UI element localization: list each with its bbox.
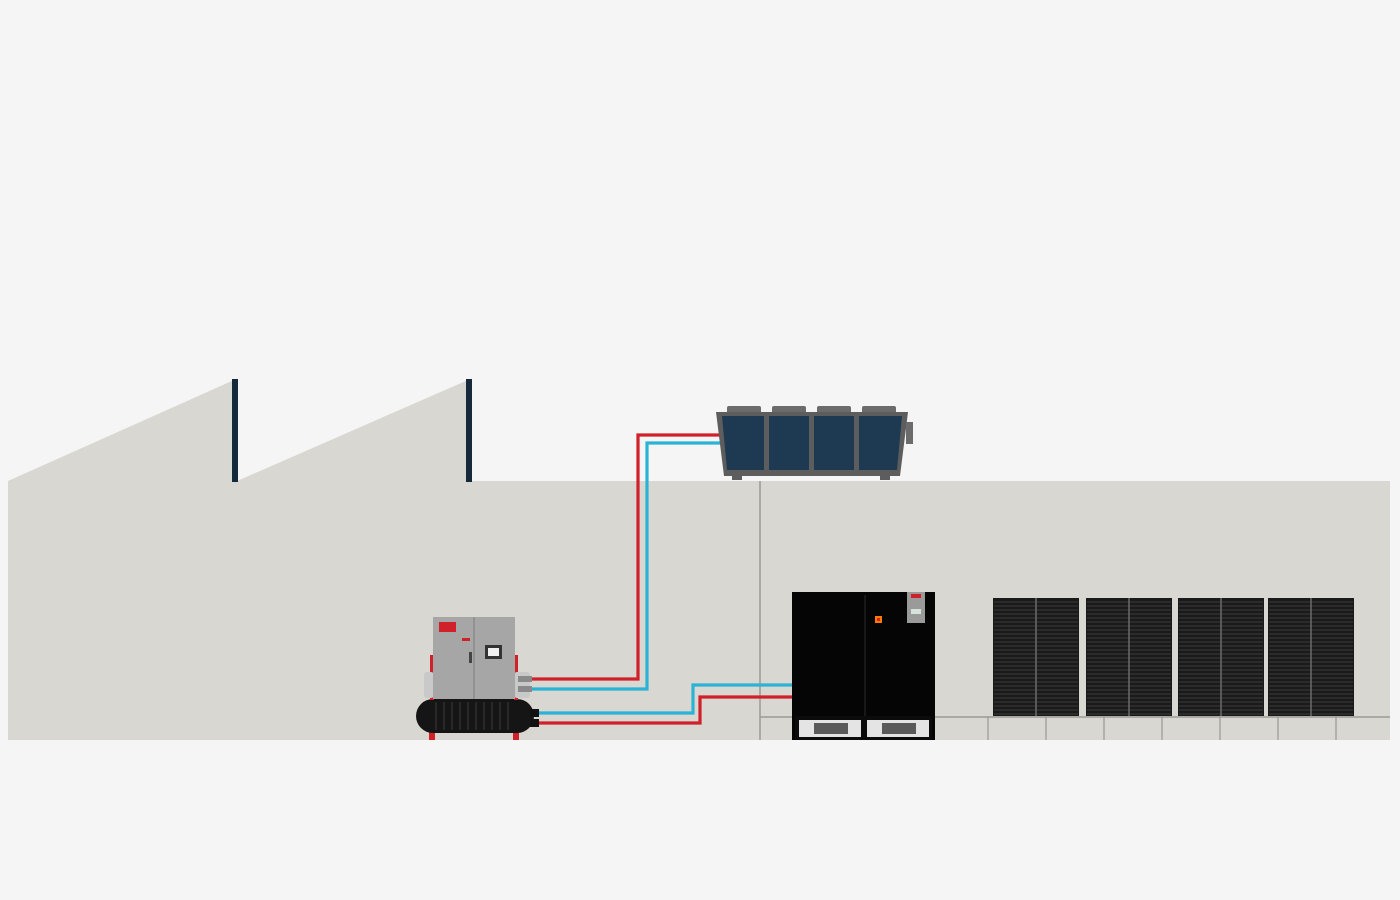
compressor-indicator (462, 638, 470, 641)
cabinet-logo (911, 594, 921, 598)
pipe-network (530, 433, 792, 725)
cabinet-vent-inner (882, 723, 916, 734)
cooler-panel (722, 416, 764, 470)
compressor-side-right (514, 672, 530, 698)
cooler-foot (732, 475, 742, 480)
hot-pipe-dryer (538, 695, 792, 725)
cold-pipe-cooler (530, 441, 722, 691)
air-compressor (424, 617, 532, 700)
floor-tile-lines (987, 717, 1337, 740)
tank-outlet (530, 709, 539, 717)
tank-ribs (435, 702, 509, 730)
tank-support-left (429, 730, 435, 740)
compressor-display-screen (488, 648, 499, 656)
cooler-foot (880, 475, 890, 480)
tank-support-right (513, 730, 519, 740)
industrial-cabinet (792, 592, 935, 740)
cooler-panel (859, 416, 902, 470)
roof-post-left (232, 379, 238, 482)
cabinet-vent-inner (814, 723, 848, 734)
roof-post-right (466, 379, 472, 482)
compressor-side-left (424, 672, 434, 698)
ventilation-louvers (993, 598, 1354, 716)
cooler-panel (769, 416, 809, 470)
cooler-side-stub (906, 422, 913, 444)
compressor-outlet (518, 686, 532, 692)
tank-outlet (530, 719, 539, 727)
compressor-logo (439, 622, 456, 632)
hot-pipe-cooler (530, 433, 722, 681)
compressor-handle (469, 652, 472, 663)
rooftop-dry-cooler (716, 406, 913, 480)
cold-pipe-dryer (538, 683, 792, 715)
air-receiver-tank (416, 699, 539, 740)
cabinet-panel-screen (911, 609, 921, 614)
compressor-outlet (518, 676, 532, 682)
cabinet-indicator-core (877, 618, 880, 621)
cabinet-control-panel (907, 592, 925, 623)
tank-body (416, 699, 534, 733)
cooler-panel (814, 416, 854, 470)
